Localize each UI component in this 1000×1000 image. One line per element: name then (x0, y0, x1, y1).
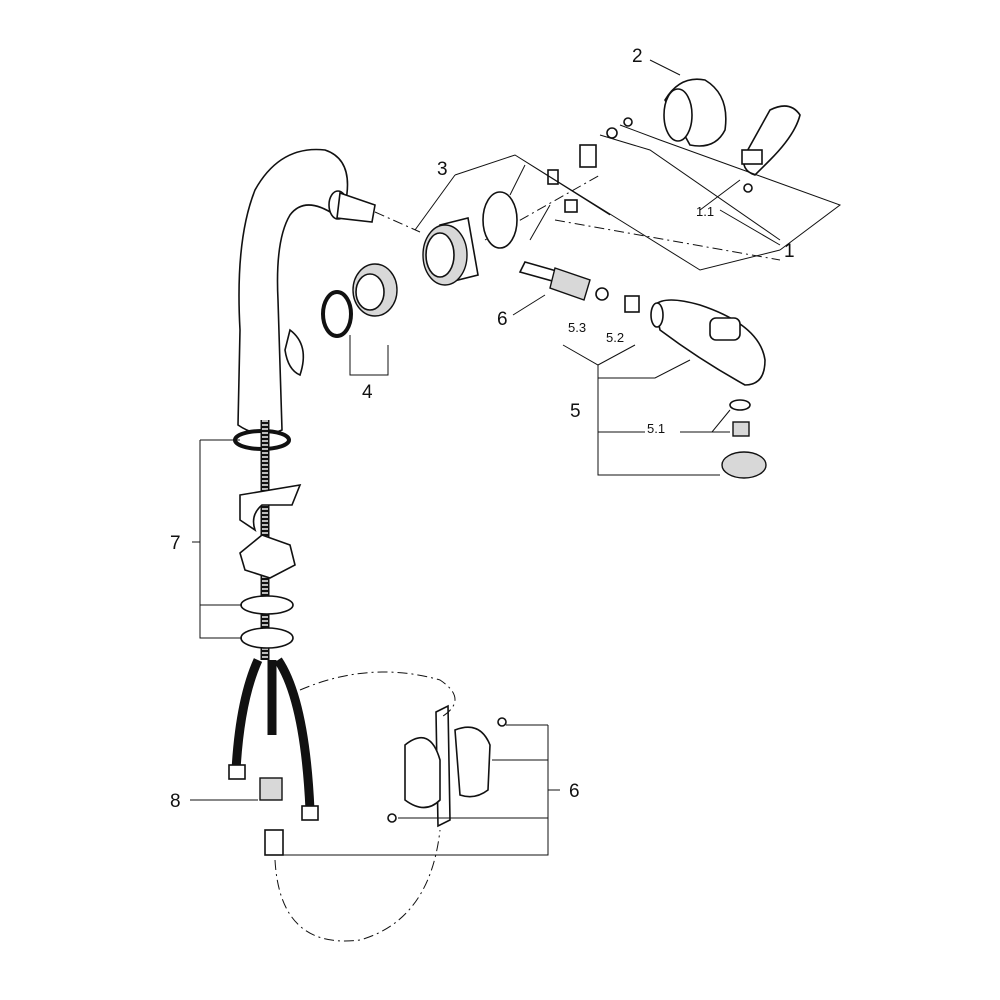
label-mounting-set: 7 (170, 533, 181, 554)
supply-hoses (228, 420, 319, 856)
label-cartridge-set: 3 (437, 159, 448, 180)
leader-lines (190, 59, 842, 856)
faucet-body (237, 148, 376, 435)
label-spray-5-2: 5.2 (606, 330, 624, 345)
small-parts (509, 117, 753, 241)
cartridge-part (422, 191, 518, 286)
label-hose-weight: 6 (569, 781, 580, 802)
spray-head-part (650, 299, 767, 479)
label-spray-5-3: 5.3 (568, 320, 586, 335)
label-handle: 1 (784, 241, 795, 262)
label-connector: 8 (170, 791, 181, 812)
cover-part (663, 78, 727, 147)
label-spray-5-1: 5.1 (647, 421, 665, 436)
label-spray-head: 5 (570, 401, 581, 422)
hose-upper-part (518, 261, 640, 313)
lever-handle-part (741, 105, 801, 176)
label-aerator-ring: 4 (362, 382, 373, 403)
label-handle-sub: 1.1 (696, 204, 714, 219)
hose-clip-part (387, 704, 507, 828)
label-hose-upper: 6 (497, 309, 508, 330)
aerator-ring-part (321, 263, 398, 338)
label-cover: 2 (632, 46, 643, 67)
